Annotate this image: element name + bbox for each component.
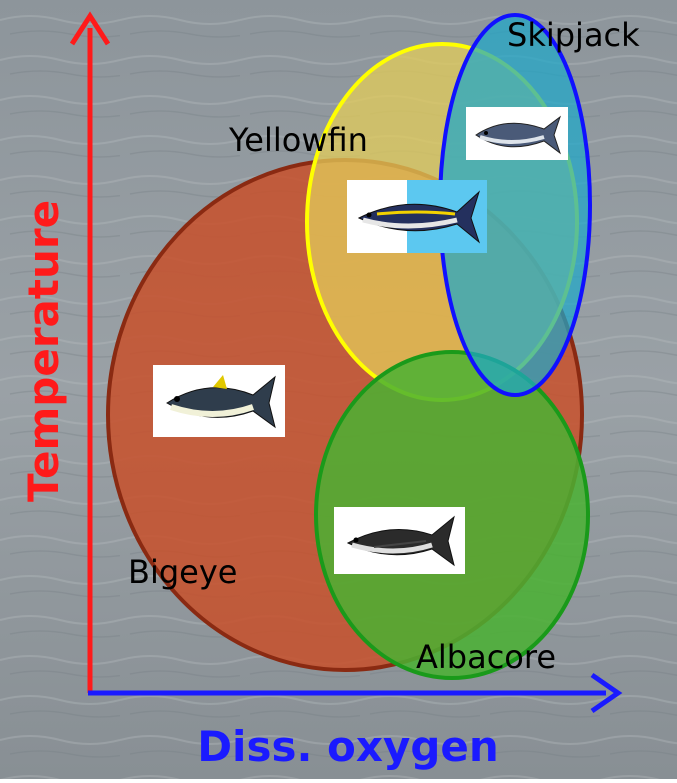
albacore-label: Albacore xyxy=(416,638,556,676)
yellowfin-tuna-icon xyxy=(347,180,487,253)
bigeye-tuna-icon xyxy=(153,365,285,437)
y-axis-label: Temperature xyxy=(19,200,68,502)
skipjack-tuna-icon xyxy=(466,107,568,160)
x-axis-label: Diss. oxygen xyxy=(197,722,499,771)
skipjack-label: Skipjack xyxy=(507,16,640,54)
yellowfin-label: Yellowfin xyxy=(228,121,368,159)
albacore-tuna-icon xyxy=(334,507,465,574)
bigeye-label: Bigeye xyxy=(128,553,237,591)
